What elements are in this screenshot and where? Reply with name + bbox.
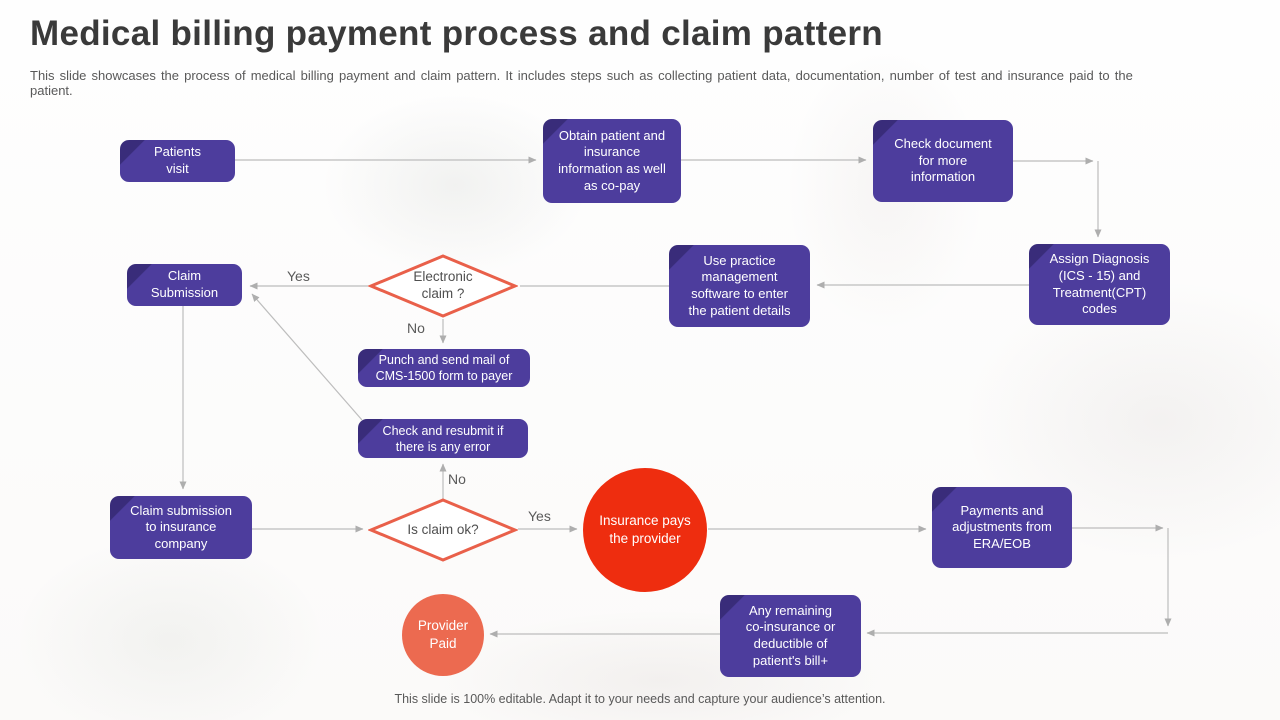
node-patients-visit: Patients visit [120, 140, 235, 182]
node-insurance-pays: Insurance pays the provider [583, 468, 707, 592]
node-any-remaining: Any remaining co-insurance or deductible… [720, 595, 861, 677]
node-any-remaining-label: Any remaining co-insurance or deductible… [745, 602, 836, 668]
node-payments-era-label: Payments and adjustments from ERA/EOB [952, 502, 1052, 551]
node-obtain-info-label: Obtain patient and insurance information… [558, 127, 666, 193]
arrow-resubmit-to-claimsub [251, 293, 363, 421]
node-is-claim-ok-label: Is claim ok? [407, 521, 479, 537]
node-provider-paid: Provider Paid [402, 594, 484, 676]
node-check-resubmit: Check and resubmit if there is any error [358, 419, 528, 458]
slide-description: This slide showcases the process of medi… [30, 68, 1133, 98]
edge-label-electronic-no: No [407, 320, 425, 336]
node-check-document-label: Check document for more information [894, 136, 992, 185]
node-electronic-claim-label: Electronic claim ? [413, 269, 473, 301]
node-is-claim-ok-decision: Is claim ok? [368, 498, 518, 562]
edge-label-electronic-yes: Yes [287, 268, 310, 284]
node-use-software: Use practice management software to ente… [669, 245, 810, 327]
slide-title: Medical billing payment process and clai… [30, 14, 883, 53]
node-insurance-pays-label: Insurance pays the provider [599, 513, 691, 546]
node-provider-paid-label: Provider Paid [417, 618, 469, 651]
node-use-software-label: Use practice management software to ente… [688, 252, 791, 318]
node-electronic-claim-decision: Electronic claim ? [368, 254, 518, 318]
node-assign-codes: Assign Diagnosis (ICS - 15) and Treatmen… [1029, 244, 1170, 325]
node-claim-submission: Claim Submission [127, 264, 242, 306]
node-claim-submission-label: Claim Submission [150, 268, 219, 300]
edge-label-claimok-no: No [448, 471, 466, 487]
node-punch-mail-label: Punch and send mail of CMS-1500 form to … [375, 353, 513, 383]
node-punch-mail: Punch and send mail of CMS-1500 form to … [358, 349, 530, 387]
editable-note: This slide is 100% editable. Adapt it to… [394, 692, 886, 706]
node-claim-to-insurance-label: Claim submission to insurance company [130, 502, 232, 551]
node-payments-era: Payments and adjustments from ERA/EOB [932, 487, 1072, 568]
node-check-resubmit-label: Check and resubmit if there is any error [382, 423, 504, 454]
node-claim-to-insurance: Claim submission to insurance company [110, 496, 252, 559]
node-obtain-info: Obtain patient and insurance information… [543, 119, 681, 203]
edge-label-claimok-yes: Yes [528, 508, 551, 524]
node-patients-visit-label: Patients visit [154, 144, 201, 176]
node-check-document: Check document for more information [873, 120, 1013, 202]
node-assign-codes-label: Assign Diagnosis (ICS - 15) and Treatmen… [1049, 251, 1150, 317]
